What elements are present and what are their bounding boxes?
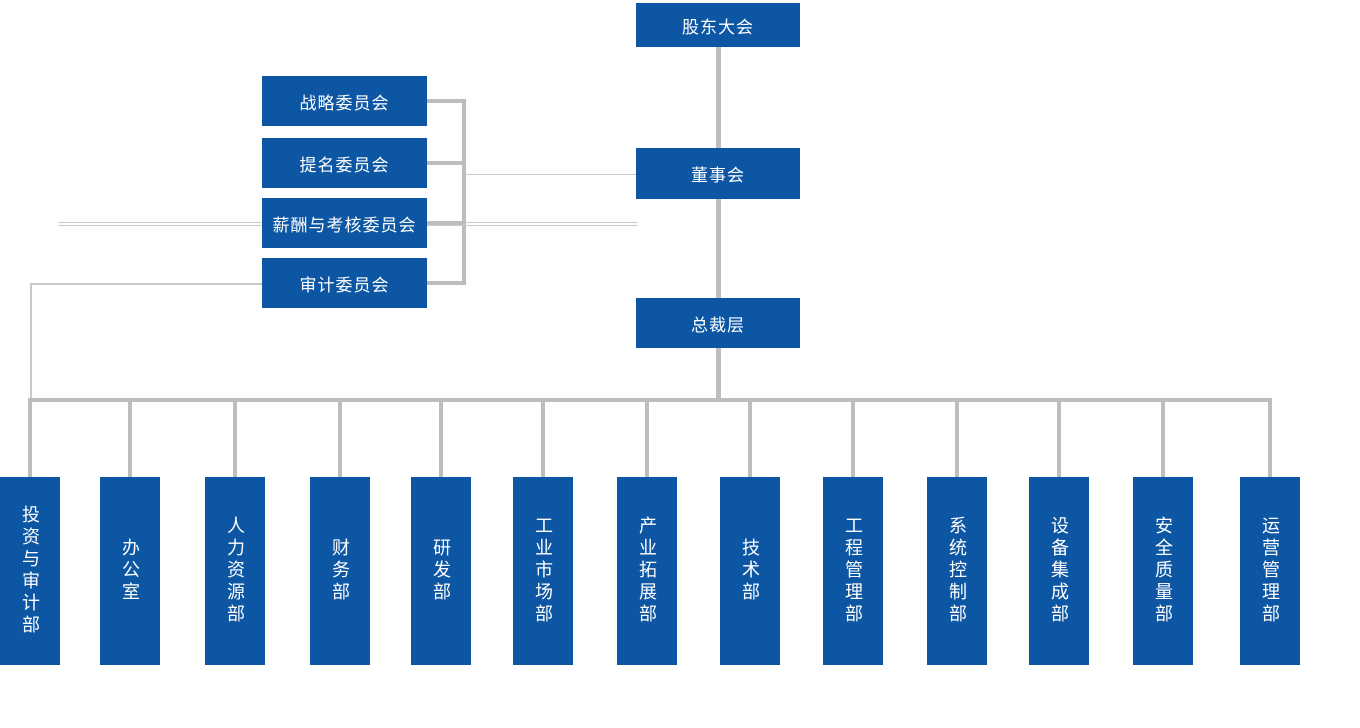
- department-drop-line: [748, 400, 752, 477]
- department-box: 设备集成部: [1029, 477, 1089, 665]
- committee-connector-bar: [462, 99, 466, 285]
- committee-stub-line: [427, 221, 466, 225]
- committee-box: 战略委员会: [262, 76, 427, 126]
- department-drop-line: [439, 400, 443, 477]
- department-box: 工程管理部: [823, 477, 883, 665]
- connector-audit-down: [30, 283, 32, 400]
- department-drop-line: [128, 400, 132, 477]
- department-drop-line: [1057, 400, 1061, 477]
- department-box: 办公室: [100, 477, 160, 665]
- department-drop-line: [338, 400, 342, 477]
- department-drop-line: [233, 400, 237, 477]
- committee-box: 薪酬与考核委员会: [262, 198, 427, 248]
- department-drop-line: [28, 400, 32, 477]
- department-box: 技术部: [720, 477, 780, 665]
- department-box: 产业拓展部: [617, 477, 677, 665]
- department-drop-line: [541, 400, 545, 477]
- connector-shareholders-board: [716, 47, 721, 148]
- department-box: 安全质量部: [1133, 477, 1193, 665]
- shareholders-meeting-box: 股东大会: [636, 3, 800, 47]
- connector-audit-left: [30, 283, 262, 285]
- department-box: 人力资源部: [205, 477, 265, 665]
- department-drop-line: [1268, 400, 1272, 477]
- connector-board-president: [716, 199, 721, 298]
- department-box: 研发部: [411, 477, 471, 665]
- department-box: 财务部: [310, 477, 370, 665]
- department-drop-line: [1161, 400, 1165, 477]
- committee-box: 提名委员会: [262, 138, 427, 188]
- department-rail: [28, 398, 1272, 402]
- committee-stub-line: [427, 281, 466, 285]
- department-drop-line: [851, 400, 855, 477]
- department-drop-line: [955, 400, 959, 477]
- department-drop-line: [645, 400, 649, 477]
- committee-stub-line: [427, 99, 466, 103]
- committee-box: 审计委员会: [262, 258, 427, 308]
- board-of-directors-box: 董事会: [636, 148, 800, 199]
- department-box: 投资与审计部: [0, 477, 60, 665]
- president-level-box: 总裁层: [636, 298, 800, 348]
- committee-stub-line: [427, 161, 466, 165]
- department-box: 工业市场部: [513, 477, 573, 665]
- connector-president-rail: [716, 348, 721, 400]
- department-box: 运营管理部: [1240, 477, 1300, 665]
- connector-committees-board: [466, 174, 636, 175]
- department-box: 系统控制部: [927, 477, 987, 665]
